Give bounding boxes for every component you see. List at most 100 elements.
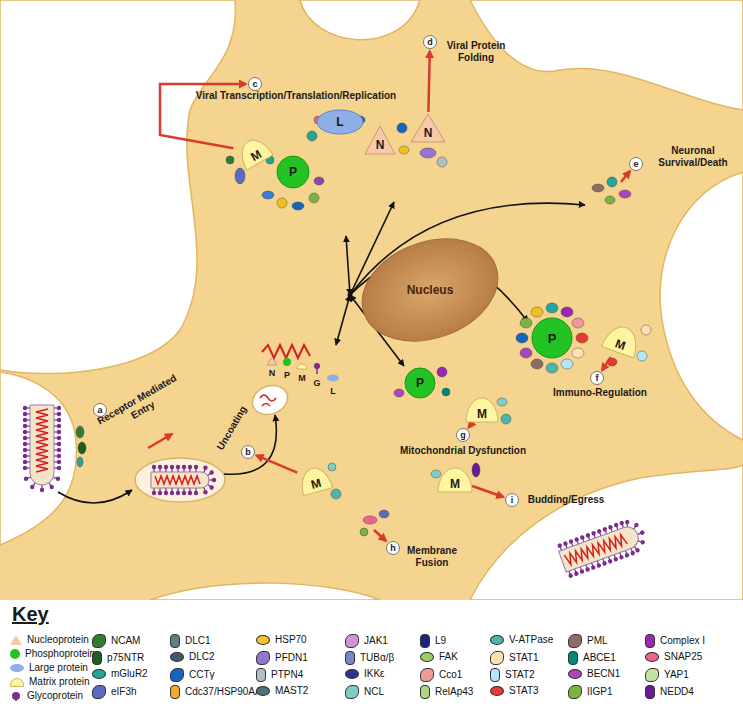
glycoprotein-spike (57, 448, 61, 452)
virion-envelope (151, 472, 209, 488)
legend-entry: DLC2 (170, 651, 215, 663)
protein-label: L (336, 116, 343, 128)
callout-letter: b (241, 445, 255, 459)
glycoprotein-spike (212, 478, 216, 482)
glycoprotein-spike (57, 466, 61, 470)
callout-letter: i (505, 493, 519, 507)
callout-letter: h (386, 541, 400, 555)
glycoprotein-spike (574, 571, 580, 577)
glycoprotein-spike (57, 406, 61, 410)
legend-text: Phosphoprotein (25, 648, 85, 660)
glycoprotein-spike (164, 491, 168, 495)
legend-text: BECN1 (587, 668, 620, 680)
glycoprotein-spike (152, 491, 156, 495)
legend-text: HSP70 (275, 634, 307, 646)
glycoprotein-spike (194, 491, 198, 495)
host-protein (328, 463, 336, 471)
legend-text: TUBα/β (360, 652, 394, 664)
protein-icon (420, 652, 434, 662)
host-protein (360, 528, 368, 536)
host-protein (363, 516, 377, 524)
protein-icon (568, 651, 578, 665)
legend-entry: Cdc37/HSP90AA1 (170, 685, 245, 699)
legend-text: PTPN4 (271, 669, 303, 681)
process-label: Viral Protein Folding (440, 40, 512, 64)
legend-text: NCL (364, 686, 384, 698)
glycoprotein-spike (613, 556, 619, 562)
legend-text: STAT2 (505, 669, 535, 681)
host-protein (76, 426, 84, 438)
glycoprotein-spike (602, 526, 608, 532)
legend-text: STAT3 (509, 685, 539, 697)
protein-icon (92, 669, 106, 679)
protein-icon (490, 686, 504, 696)
glycoprotein-spike (152, 465, 156, 469)
process-arrow (374, 530, 386, 541)
process-arrow (428, 51, 429, 112)
virion-envelope (559, 524, 642, 572)
glycoprotein-spike (57, 436, 61, 440)
label-text: Neuronal Survival/Death (658, 145, 727, 168)
legend-entry: BECN1 (568, 668, 620, 680)
glycoprotein-spike (203, 490, 207, 494)
hub-dot (348, 293, 353, 298)
legend-text: SNAP25 (664, 651, 702, 663)
legend-entry: Cco1 (420, 668, 462, 682)
process-label: Immuno-Regulation (544, 387, 656, 399)
protein-icon (345, 651, 355, 665)
glycoprotein-spike (563, 541, 569, 547)
glycoprotein-spike (574, 537, 580, 543)
process-arrow (256, 455, 297, 472)
glycoprotein-spike (624, 552, 630, 558)
protein-icon (645, 652, 659, 662)
glycoprotein-spike (23, 430, 27, 434)
glycoprotein-spike (188, 465, 192, 469)
glycoprotein-spike (23, 436, 27, 440)
glycoprotein-spike (630, 550, 636, 556)
callout-letter: f (590, 371, 604, 385)
matrix-protein: M (438, 468, 472, 492)
host-protein (235, 168, 245, 184)
legend-text: IKKε (364, 668, 385, 680)
legend-text: p75NTR (107, 652, 144, 664)
legend-entry: STAT2 (490, 668, 535, 682)
legend-entry: p75NTR (92, 651, 144, 665)
large-protein: L (317, 110, 363, 134)
host-protein (394, 389, 404, 397)
callout-letter-text: i (511, 496, 514, 505)
legend-swatch (10, 635, 22, 645)
host-protein (497, 398, 507, 406)
legend-text: mGluR2 (111, 668, 148, 680)
nucleus: Nucleus (360, 242, 500, 338)
glycoprotein-spike (57, 424, 61, 428)
host-protein (531, 359, 543, 369)
host-protein (277, 198, 287, 208)
neuron-cytoplasm (0, 0, 743, 600)
legend-text: Large protein (29, 662, 88, 674)
glycoprotein-spike (596, 528, 602, 534)
host-protein (399, 146, 409, 154)
host-protein (397, 123, 407, 133)
glycoprotein-spike (209, 470, 213, 474)
glycoprotein-spike (607, 559, 613, 565)
legend-entry: STAT1 (490, 651, 539, 665)
glycoprotein-spike (23, 424, 27, 428)
label-text: P (284, 370, 290, 380)
process-label: P (281, 370, 293, 381)
legend-entry: JAK1 (345, 634, 388, 648)
label-text: Viral Protein Folding (447, 40, 506, 63)
protein-icon (256, 668, 266, 682)
label-text: Mitochondrial Dysfunction (400, 445, 526, 456)
host-protein (637, 351, 647, 361)
protein-icon (420, 685, 430, 699)
glycoprotein-spike (619, 520, 625, 526)
extracellular-space (660, 172, 743, 440)
process-label: Neuronal Survival/Death (650, 145, 736, 169)
phosphoprotein-icon (283, 358, 291, 366)
legend-text: STAT1 (509, 652, 539, 664)
process-label: Mitochondrial Dysfunction (393, 445, 533, 457)
legend-heading: Key (12, 602, 72, 626)
host-protein (262, 191, 274, 199)
glycoprotein-spike (203, 466, 207, 470)
